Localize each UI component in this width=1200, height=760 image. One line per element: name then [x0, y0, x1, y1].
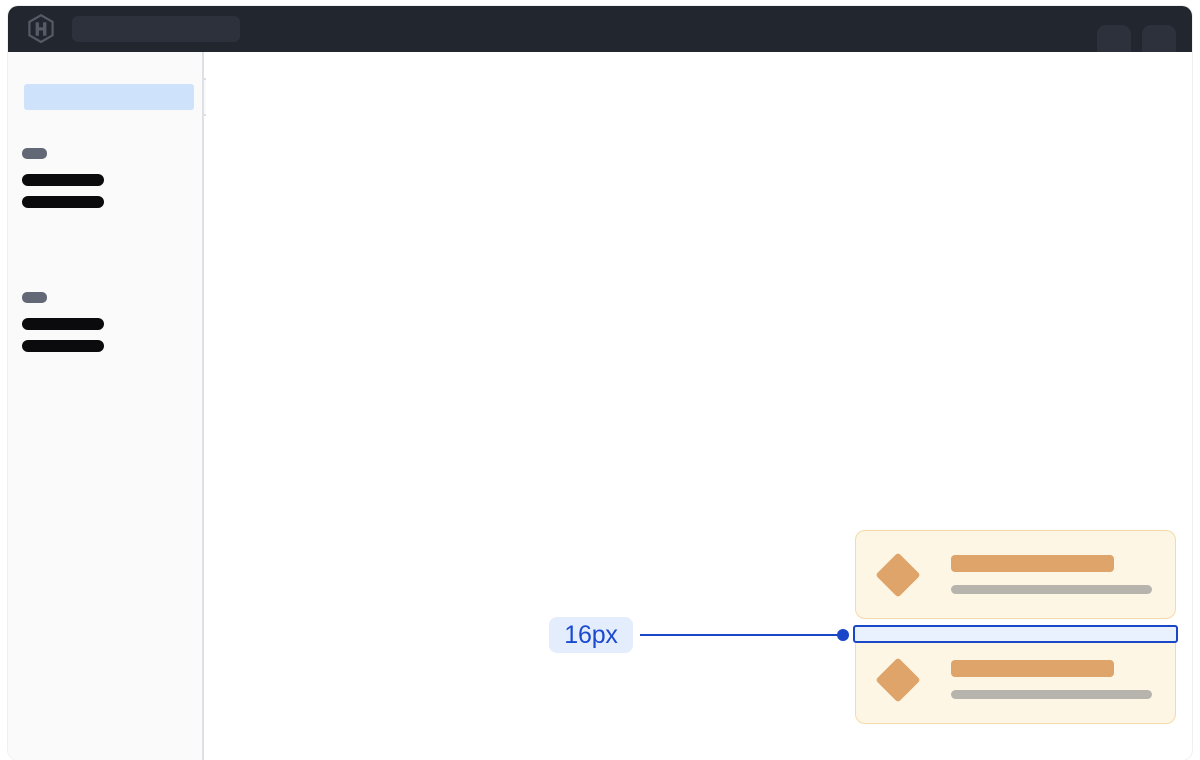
sidebar-item-g2-0[interactable] — [22, 318, 104, 330]
app-window: 16px — [8, 6, 1192, 760]
sidebar-group-1 — [22, 148, 104, 208]
sidebar — [8, 52, 218, 760]
canvas: 16px — [206, 52, 1192, 760]
measurement-leader-line — [640, 634, 844, 636]
hashicorp-hexagon-logo-icon — [28, 14, 54, 44]
card-bottom-content — [951, 660, 1152, 699]
sidebar-group-2-label — [22, 292, 47, 303]
measurement-band — [853, 625, 1178, 643]
card-top-content — [951, 555, 1152, 594]
card-top[interactable] — [855, 530, 1176, 619]
header-pill-right[interactable] — [1142, 25, 1176, 52]
sidebar-group-1-label — [22, 148, 47, 159]
app-header — [8, 6, 1192, 52]
diamond-icon — [875, 656, 921, 703]
card-bottom-title — [951, 660, 1114, 677]
header-pill-left[interactable] — [1097, 25, 1131, 52]
card-top-subtitle — [951, 585, 1152, 594]
app-body: 16px — [8, 52, 1192, 760]
card-bottom[interactable] — [855, 635, 1176, 724]
measurement-anchor-dot — [837, 629, 849, 641]
sidebar-item-selected[interactable] — [24, 84, 194, 110]
card-top-title — [951, 555, 1114, 572]
app-logo[interactable] — [24, 12, 58, 46]
sidebar-item-g2-1[interactable] — [22, 340, 104, 352]
sidebar-item-g1-0[interactable] — [22, 174, 104, 186]
card-stack — [855, 530, 1176, 724]
header-actions — [1097, 6, 1176, 52]
search-input[interactable] — [72, 16, 240, 42]
measurement-label: 16px — [549, 617, 633, 653]
card-bottom-subtitle — [951, 690, 1152, 699]
sidebar-item-g1-1[interactable] — [22, 196, 104, 208]
sidebar-group-2 — [22, 292, 104, 352]
diamond-icon — [875, 551, 921, 598]
